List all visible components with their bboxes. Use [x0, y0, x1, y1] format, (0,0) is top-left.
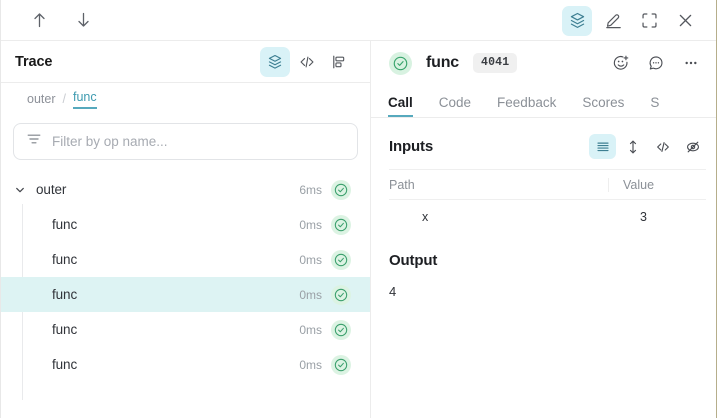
filter-box[interactable]	[13, 123, 358, 160]
table-row[interactable]: x 3	[389, 200, 706, 234]
tree-row-func-2[interactable]: func 0ms	[0, 242, 370, 277]
call-header-actions	[606, 48, 706, 78]
tree-row-meta: 0ms	[299, 354, 370, 375]
tree-row-duration: 0ms	[299, 357, 322, 372]
tab-call[interactable]: Call	[388, 95, 413, 117]
window-edge-padding	[717, 0, 720, 418]
call-header: func 4041	[371, 41, 720, 85]
call-title: func	[426, 54, 459, 71]
tab-scores[interactable]: Scores	[582, 95, 625, 110]
tree-row-meta: 0ms	[299, 319, 370, 340]
trace-tree: outer 6ms func 0ms	[0, 170, 370, 418]
inputs-view-switcher	[589, 134, 706, 159]
tree-row-meta: 6ms	[299, 179, 370, 200]
tree-row-label: func	[52, 287, 78, 302]
expand-rows-icon[interactable]	[619, 134, 646, 159]
tree-row-outer[interactable]: outer 6ms	[0, 172, 370, 207]
breadcrumb-item-outer[interactable]: outer	[27, 91, 56, 106]
trace-view-switcher	[260, 46, 354, 77]
tree-row-duration: 0ms	[299, 252, 322, 267]
filter-input[interactable]	[52, 134, 345, 149]
more-options-icon[interactable]	[676, 48, 706, 78]
inputs-table: Path Value x 3	[389, 169, 706, 234]
filter-icon	[26, 131, 42, 152]
breadcrumb-separator: /	[62, 92, 66, 106]
status-success-icon	[331, 249, 351, 270]
tree-row-label: func	[52, 217, 78, 232]
tree-row-meta: 0ms	[299, 249, 370, 270]
tree-row-label: outer	[36, 182, 67, 197]
output-title: Output	[389, 252, 438, 269]
column-header-path: Path	[389, 177, 415, 192]
tree-row-meta: 0ms	[299, 284, 370, 305]
tab-feedback[interactable]: Feedback	[497, 95, 557, 110]
list-view-icon[interactable]	[589, 134, 616, 159]
next-call-button[interactable]	[70, 7, 96, 33]
tree-row-label: func	[52, 322, 78, 337]
tree-row-label: func	[52, 357, 78, 372]
status-success-icon	[331, 214, 351, 235]
call-navigation	[0, 7, 96, 33]
code-view-icon[interactable]	[292, 47, 322, 77]
column-header-value: Value	[608, 177, 706, 192]
input-value-cell: 3	[640, 210, 647, 224]
add-reaction-icon[interactable]	[606, 48, 636, 78]
status-success-icon	[331, 319, 351, 340]
tree-row-duration: 0ms	[299, 287, 322, 302]
breadcrumb-item-func[interactable]: func	[72, 90, 97, 109]
inputs-table-header: Path Value	[389, 169, 706, 200]
tree-row-label: func	[52, 252, 78, 267]
trace-panel: Trace	[0, 41, 371, 418]
tree-row-func-3-selected[interactable]: func 0ms	[0, 277, 370, 312]
call-detail-panel: func 4041	[371, 41, 720, 418]
highlighter-icon[interactable]	[598, 6, 628, 36]
tree-row-meta: 0ms	[299, 214, 370, 235]
hide-empty-icon[interactable]	[679, 134, 706, 159]
tree-row-duration: 6ms	[299, 182, 322, 197]
breadcrumb: outer / func	[0, 83, 370, 115]
trace-panel-title: Trace	[15, 53, 53, 70]
flamegraph-icon[interactable]	[324, 47, 354, 77]
chevron-down-icon[interactable]	[14, 184, 30, 196]
call-id-badge: 4041	[472, 53, 518, 73]
main-body: Trace	[0, 41, 720, 418]
inputs-title: Inputs	[389, 138, 434, 155]
status-success-icon	[331, 284, 351, 305]
output-section: Output 4	[371, 234, 720, 299]
top-toolbar	[0, 0, 720, 41]
call-status-success-icon	[389, 51, 412, 75]
tree-row-duration: 0ms	[299, 217, 322, 232]
top-toolbar-actions	[562, 0, 700, 41]
tree-row-func-4[interactable]: func 0ms	[0, 312, 370, 347]
tree-row-func-1[interactable]: func 0ms	[0, 207, 370, 242]
previous-call-button[interactable]	[26, 7, 52, 33]
left-rail-divider	[0, 0, 1, 41]
tree-view-icon[interactable]	[260, 46, 290, 77]
status-success-icon	[331, 354, 351, 375]
tab-summary-truncated[interactable]: S	[650, 95, 660, 110]
close-icon[interactable]	[670, 6, 700, 36]
code-view-icon[interactable]	[649, 134, 676, 159]
trace-tree-icon[interactable]	[562, 5, 592, 36]
fullscreen-icon[interactable]	[634, 6, 664, 36]
input-path-cell: x	[422, 210, 429, 224]
inputs-section-header: Inputs	[371, 118, 720, 169]
tree-row-duration: 0ms	[299, 322, 322, 337]
status-success-icon	[331, 179, 351, 200]
output-value: 4	[389, 284, 397, 299]
filter-container	[0, 115, 370, 170]
window-right-border	[716, 0, 717, 418]
tab-code[interactable]: Code	[438, 95, 472, 110]
comment-icon[interactable]	[641, 48, 671, 78]
tree-row-func-5[interactable]: func 0ms	[0, 347, 370, 382]
trace-panel-header: Trace	[0, 41, 370, 83]
call-tabs: Call Code Feedback Scores S	[371, 85, 720, 118]
trace-panel-left-border	[0, 41, 1, 418]
